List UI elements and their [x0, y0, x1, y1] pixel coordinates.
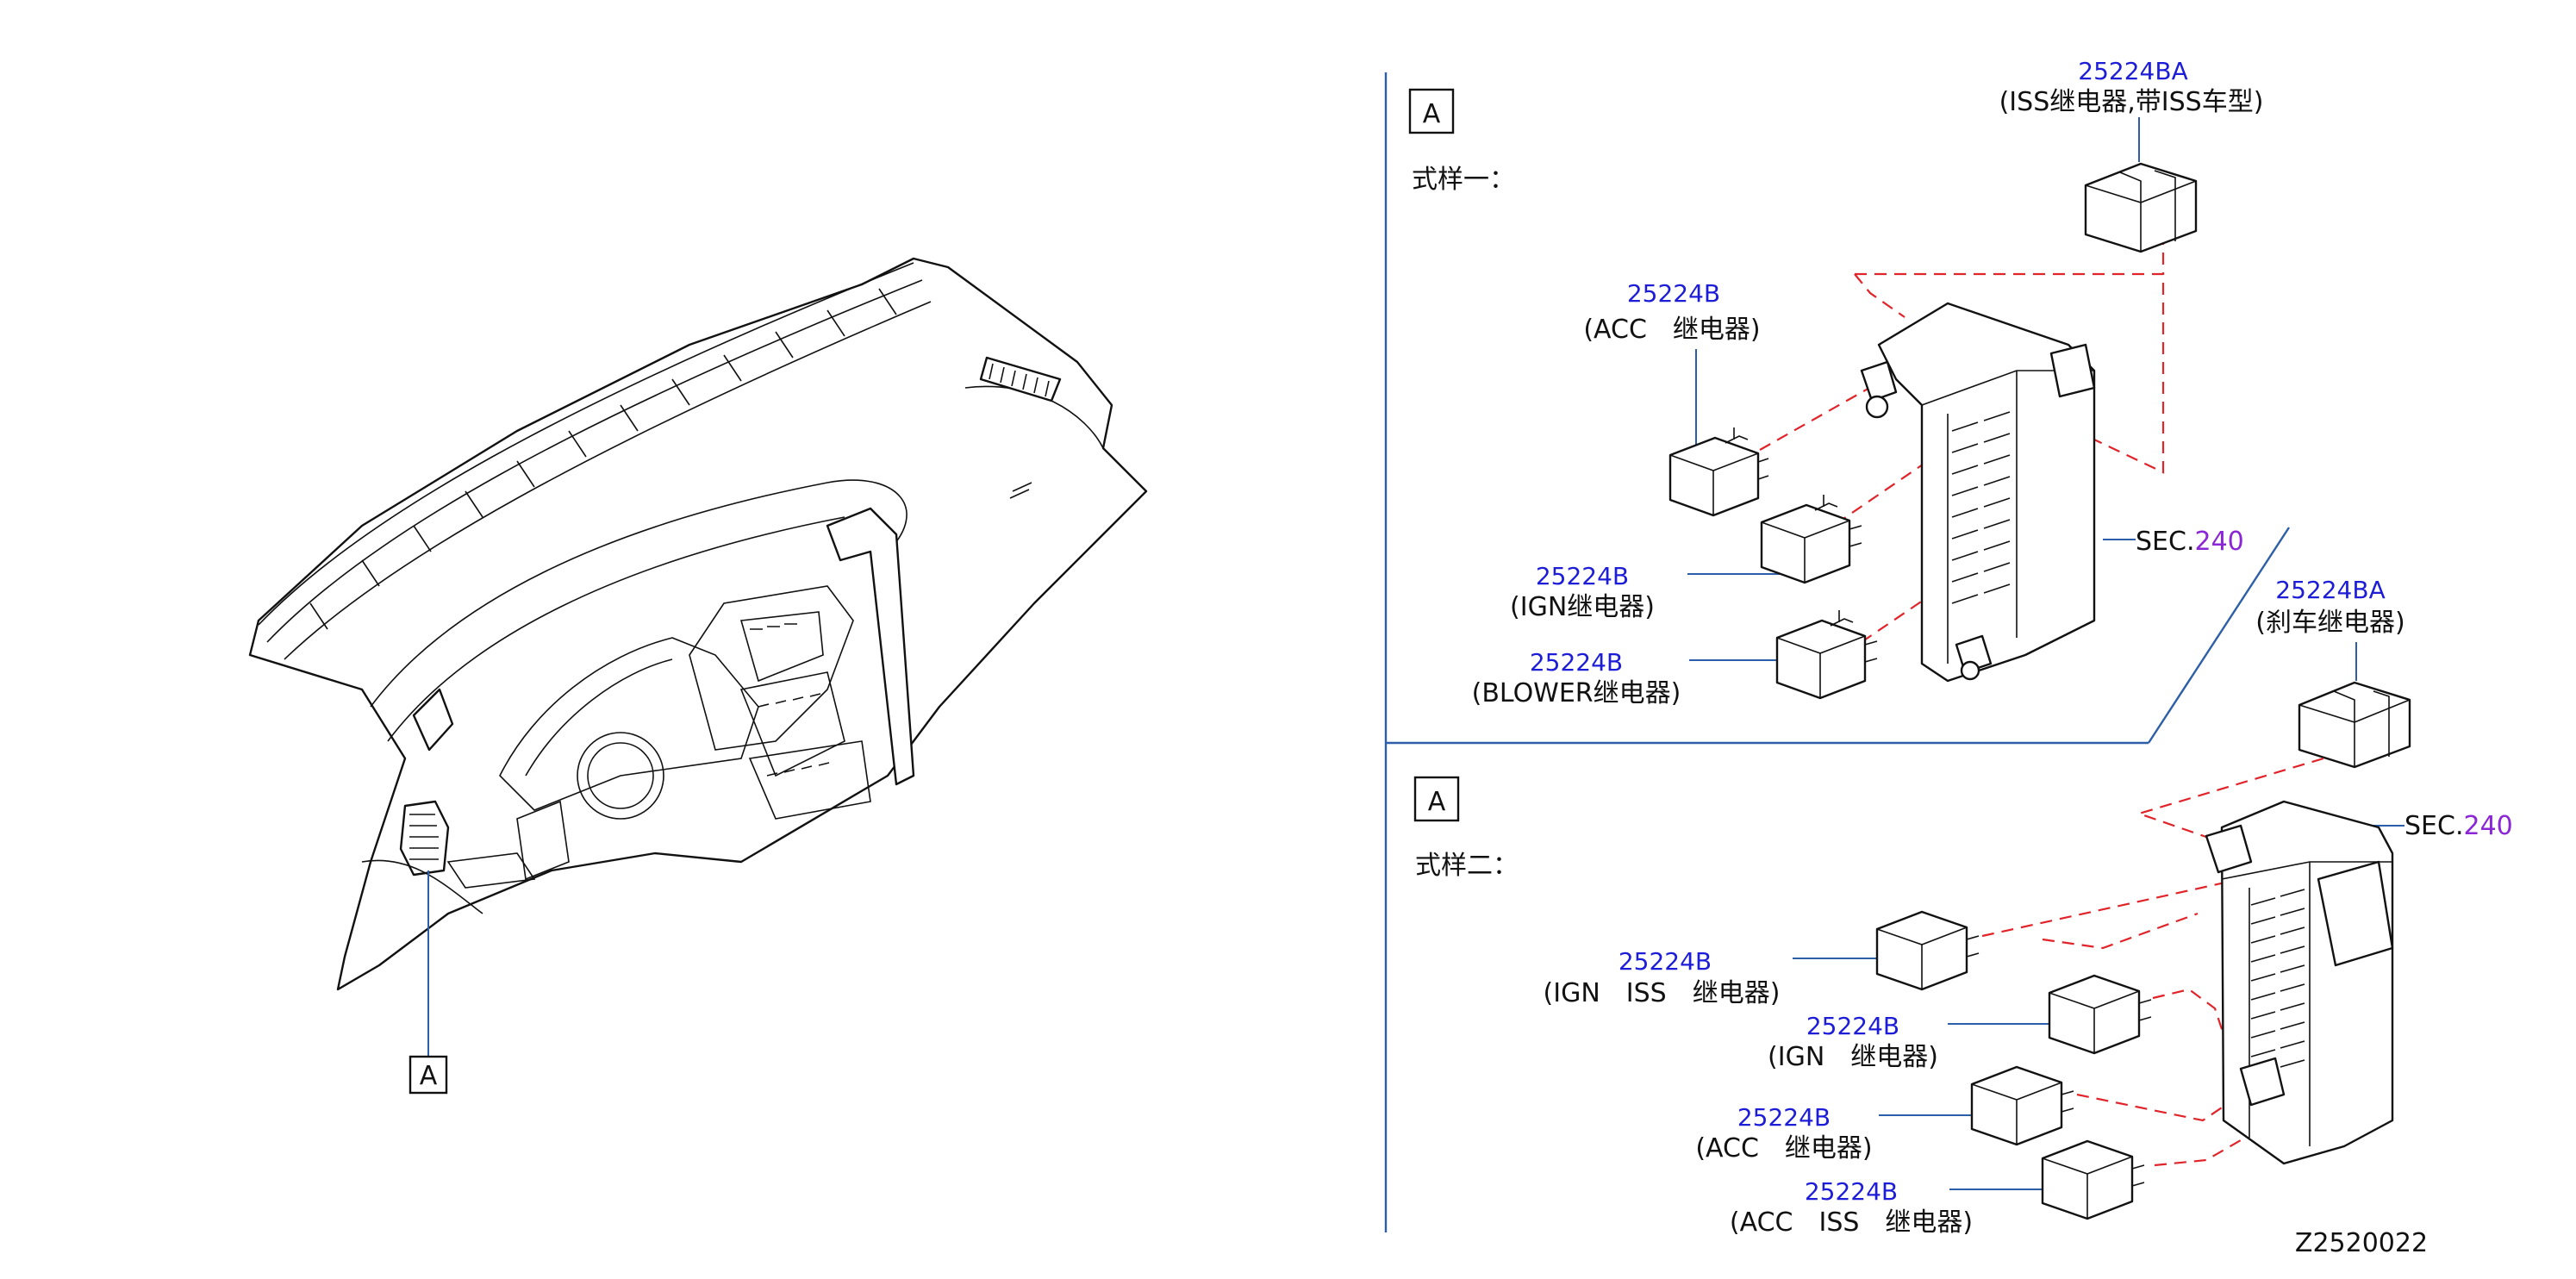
part-number-acc-relay-two: 25224B	[1737, 1103, 1831, 1132]
section-frame	[1384, 72, 2291, 1232]
relay-acc-one	[1668, 427, 1769, 517]
style-one-label: 式样一：	[1412, 165, 1515, 195]
leader-lines-style-one	[1687, 117, 2357, 681]
section-b-box	[1413, 776, 1460, 822]
part-desc-ign-relay-two: (IGN 继电器)	[1768, 1042, 1938, 1072]
part-desc-blower-relay: (BLOWER继电器)	[1472, 678, 1681, 708]
section-a-label: A	[1423, 99, 1441, 129]
part-number-iss-relay: 25224BA	[2078, 57, 2187, 85]
section-a-box	[1408, 88, 1455, 134]
relay-ign-two	[2048, 974, 2152, 1055]
fuse-block-style-two	[2205, 800, 2394, 1165]
relay-acc-two	[1970, 1065, 2074, 1146]
relay-acc-iss	[2041, 1139, 2145, 1220]
sec-ref-two: SEC.240	[2404, 811, 2513, 841]
part-number-ign-iss-relay: 25224B	[1619, 947, 1712, 976]
part-number-ign-relay: 25224B	[1536, 562, 1629, 590]
part-number-acc-relay: 25224B	[1627, 279, 1720, 308]
instrument-panel-drawing	[248, 257, 1148, 991]
part-desc-acc-iss-relay: (ACC ISS 继电器)	[1730, 1207, 1973, 1238]
part-desc-ign-relay: (IGN继电器)	[1510, 592, 1655, 622]
sec-ref-one: SEC.240	[2136, 527, 2244, 557]
fuse-block-style-one	[1860, 302, 2096, 683]
section-b-label: A	[1428, 787, 1446, 817]
part-number-acc-iss-relay: 25224B	[1805, 1177, 1898, 1206]
style-two-label: 式样二：	[1415, 851, 1519, 881]
part-desc-iss-relay: (ISS继电器,带ISS车型)	[1999, 87, 2264, 117]
part-number-brake-relay: 25224BA	[2275, 576, 2385, 604]
part-desc-acc-relay: (ACC 继电器)	[1583, 315, 1760, 345]
callout-label-left: A	[420, 1061, 438, 1091]
drawing-number: Z2520022	[2295, 1228, 2428, 1258]
part-desc-ign-iss-relay: (IGN ISS 继电器)	[1544, 978, 1781, 1008]
leader-lines-style-two	[1793, 825, 2404, 1190]
callout-box-left	[409, 1055, 448, 1095]
part-number-blower-relay: 25224B	[1530, 648, 1623, 677]
part-desc-acc-relay-two: (ACC 继电器)	[1695, 1133, 1872, 1164]
part-desc-brake-relay: (刹车继电器)	[2255, 608, 2404, 638]
part-number-ign-relay-two: 25224B	[1806, 1012, 1899, 1040]
relay-brake	[2298, 681, 2411, 769]
relay-ign-iss	[1875, 910, 1980, 991]
relay-ign-one	[1760, 495, 1862, 584]
relay-blower	[1775, 610, 1878, 700]
relay-iss	[2084, 162, 2198, 253]
